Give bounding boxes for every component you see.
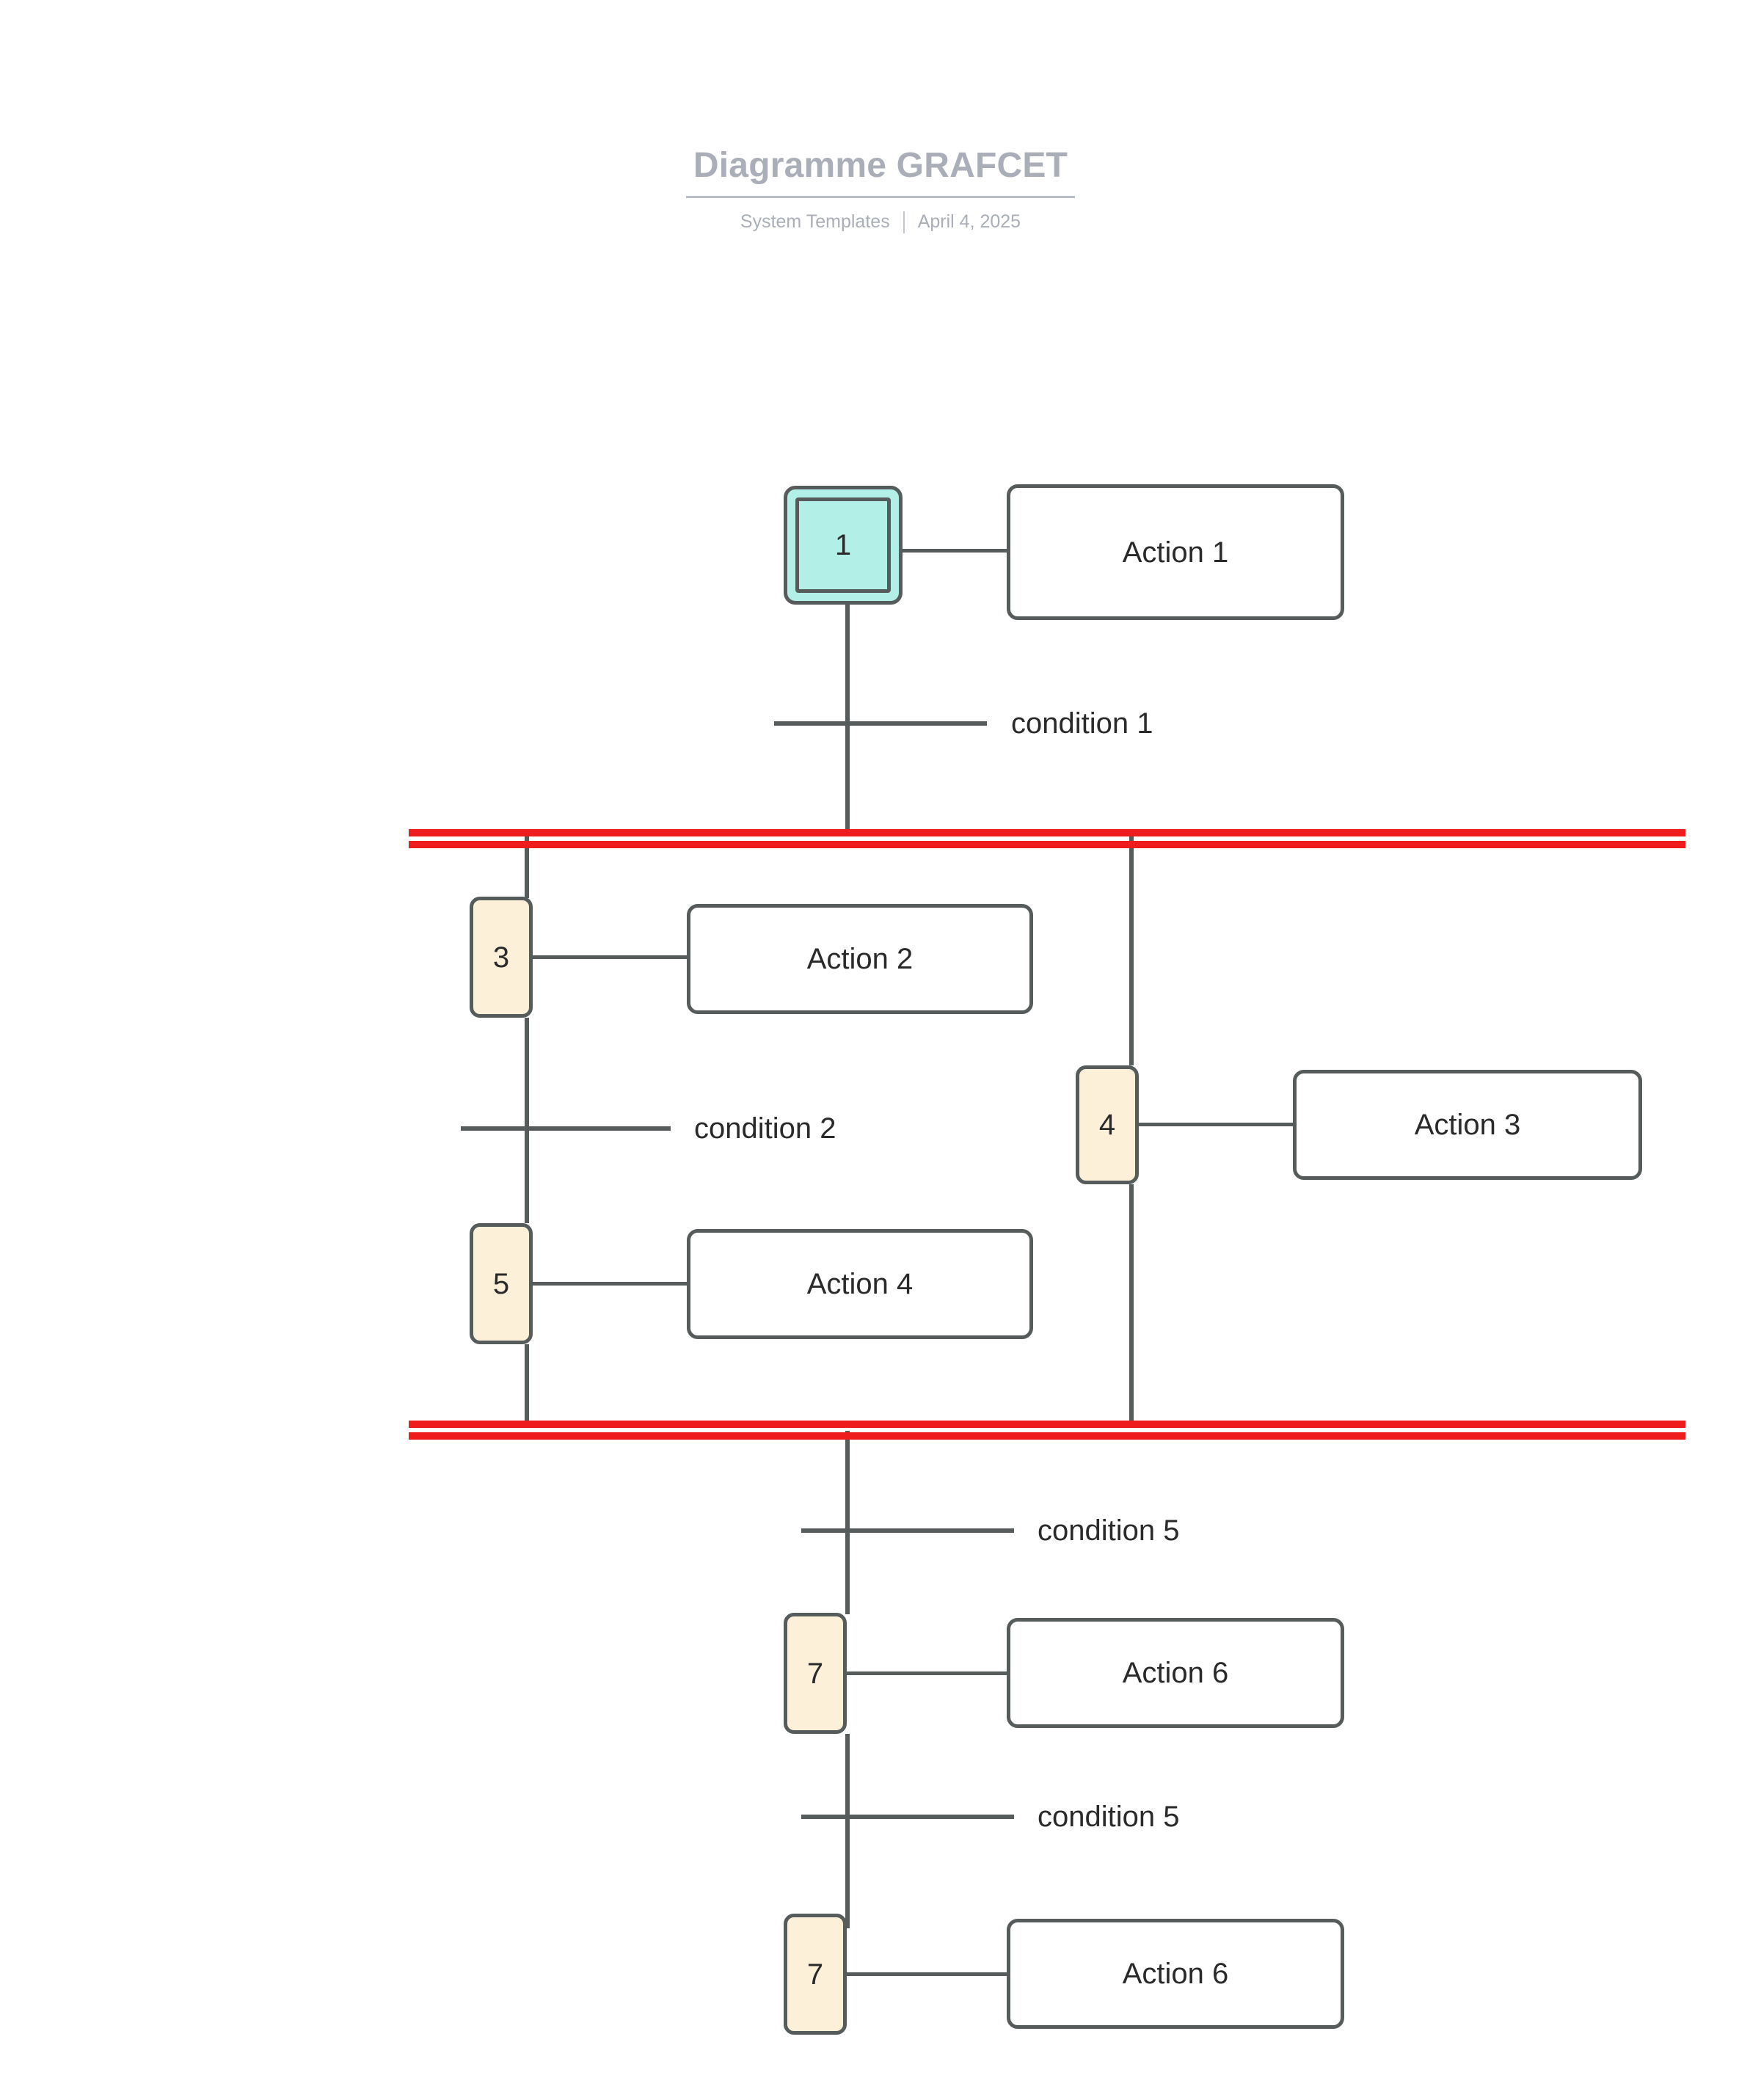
subtitle-category: System Templates	[740, 211, 890, 233]
transition-label-3: condition 5	[1038, 1514, 1180, 1547]
step-4-number: 4	[1098, 1109, 1116, 1141]
action-1-label: Action 1	[1122, 536, 1229, 569]
transition-label-2: condition 2	[694, 1112, 836, 1145]
link-step4-action3	[1139, 1123, 1294, 1126]
step-7a-number: 7	[806, 1657, 824, 1690]
divergence-rule-bottom	[409, 841, 1685, 848]
transition-bar-2	[461, 1126, 671, 1131]
action-2-label: Action 2	[806, 943, 914, 975]
step-node-4[interactable]: 4	[1076, 1065, 1139, 1184]
step-node-5[interactable]: 5	[470, 1223, 533, 1344]
trunk-line-step1-to-divergence	[845, 603, 850, 834]
link-step3-action2	[533, 955, 688, 959]
transition-bar-4	[801, 1815, 1014, 1819]
convergence-rule-bottom	[409, 1432, 1685, 1440]
link-step5-action4	[533, 1282, 688, 1286]
action-3-label: Action 3	[1414, 1109, 1521, 1141]
step-node-1[interactable]: 1	[784, 486, 903, 605]
transition-bar-3	[801, 1528, 1014, 1533]
action-6a-label: Action 6	[1122, 1657, 1229, 1689]
step-7b-number: 7	[806, 1958, 824, 1991]
action-box-2[interactable]: Action 2	[687, 904, 1033, 1014]
action-6b-label: Action 6	[1122, 1958, 1229, 1990]
branch-line-right-bottom	[1129, 1184, 1134, 1425]
subtitle-separator	[903, 211, 905, 233]
step-5-number: 5	[492, 1267, 510, 1300]
branch-line-left-top	[525, 836, 529, 898]
action-box-6b[interactable]: Action 6	[1007, 1919, 1344, 2029]
trunk-line-convergence-to-step7a	[845, 1431, 850, 1614]
page-title: Diagramme GRAFCET	[685, 146, 1076, 198]
transition-label-1: condition 1	[1011, 707, 1153, 740]
branch-line-left-mid	[525, 1018, 529, 1223]
branch-line-left-bottom	[525, 1344, 529, 1425]
action-box-4[interactable]: Action 4	[687, 1229, 1033, 1339]
transition-bar-1	[774, 721, 987, 726]
subtitle-date: April 4, 2025	[917, 211, 1021, 233]
step-node-3[interactable]: 3	[470, 897, 533, 1018]
divergence-rule-top	[409, 829, 1685, 836]
transition-label-4: condition 5	[1038, 1801, 1180, 1833]
step-1-number: 1	[834, 529, 852, 561]
step-1-inner-frame: 1	[795, 497, 891, 593]
action-box-1[interactable]: Action 1	[1007, 484, 1344, 620]
link-step1-action1	[903, 549, 1008, 553]
action-box-6a[interactable]: Action 6	[1007, 1618, 1344, 1728]
step-node-7b[interactable]: 7	[784, 1914, 847, 2035]
branch-line-right-top	[1129, 836, 1134, 1065]
step-3-number: 3	[492, 941, 510, 974]
convergence-rule-top	[409, 1421, 1685, 1428]
link-step7b-action6b	[847, 1972, 1007, 1976]
document-subtitle: System Templates April 4, 2025	[0, 211, 1761, 233]
step-node-7a[interactable]: 7	[784, 1613, 847, 1734]
action-4-label: Action 4	[806, 1268, 914, 1300]
trunk-line-step7a-to-step7b	[845, 1734, 850, 1928]
simultaneous-divergence-bar	[409, 829, 1685, 848]
simultaneous-convergence-bar	[409, 1421, 1685, 1440]
action-box-3[interactable]: Action 3	[1293, 1070, 1642, 1180]
link-step7a-action6a	[847, 1671, 1007, 1675]
document-header: Diagramme GRAFCET System Templates April…	[0, 146, 1761, 233]
